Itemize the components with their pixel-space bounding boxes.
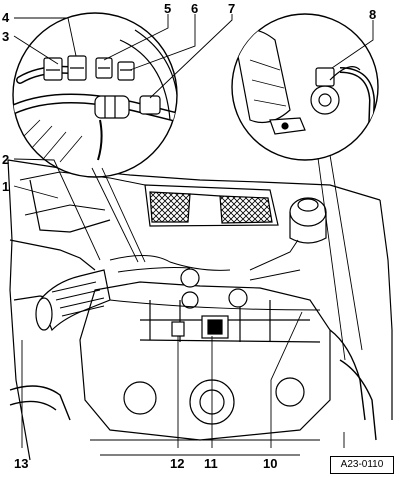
coolant-reservoir — [289, 197, 327, 244]
wiring-harness — [109, 239, 321, 311]
callout-4: 4 — [2, 10, 10, 25]
callout-5: 5 — [164, 1, 172, 16]
intake-hose — [35, 269, 111, 332]
callout-10: 10 — [263, 456, 278, 471]
leader-lines — [13, 14, 374, 448]
callout-13: 13 — [14, 456, 29, 471]
detail-inset-right — [231, 13, 379, 161]
callout-11: 11 — [204, 456, 218, 471]
figure-reference: A23-0110 — [330, 456, 394, 474]
detail-inset-left — [12, 12, 178, 178]
intake-grille — [144, 184, 279, 227]
callout-1: 1 — [2, 179, 10, 194]
callout-8: 8 — [369, 7, 377, 22]
engine-block — [9, 268, 377, 456]
callout-12: 12 — [170, 456, 185, 471]
callout-3: 3 — [2, 29, 10, 44]
callout-7: 7 — [228, 1, 236, 16]
callout-6: 6 — [191, 1, 199, 16]
callout-2: 2 — [2, 152, 10, 167]
